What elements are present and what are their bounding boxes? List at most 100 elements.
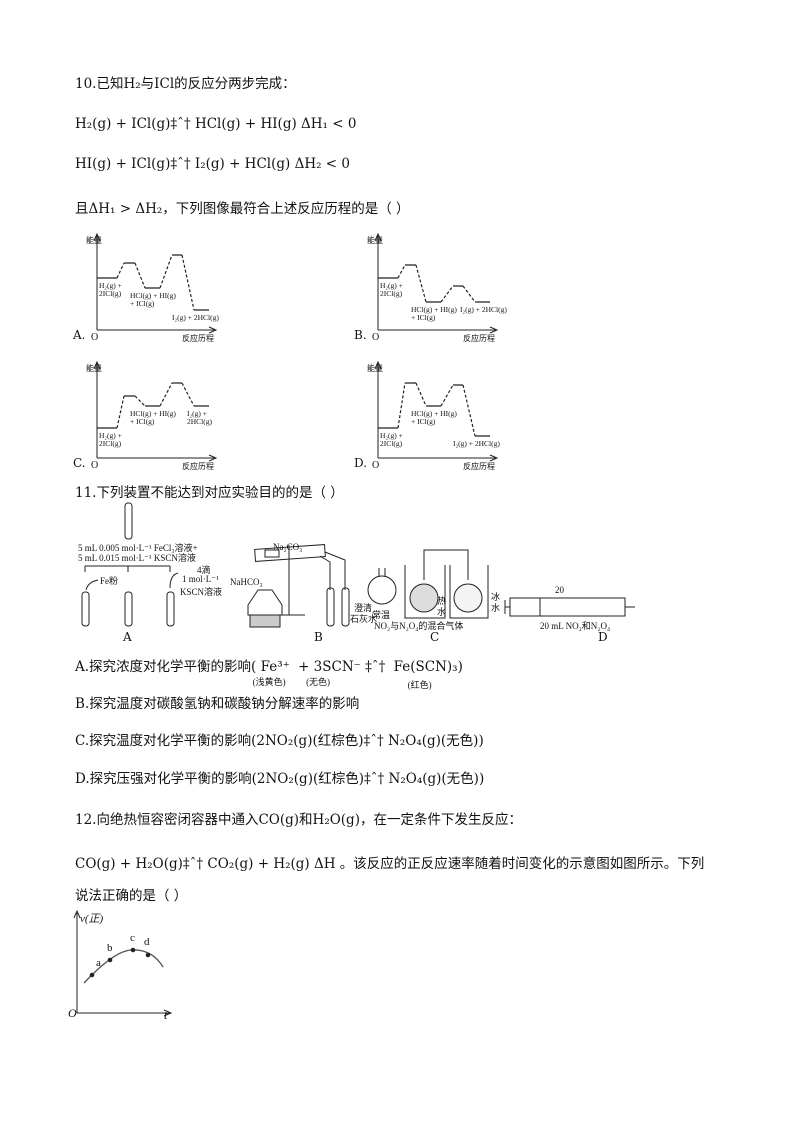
q12-equation: CO(g) + H₂O(g)‡ˆ† CO₂(g) + H₂(g) ΔH 。该反应… xyxy=(75,856,705,872)
apparatus-a-label-2: 5 mL 0.015 mol·L⁻¹ KSCN溶液 xyxy=(78,553,196,563)
apparatus-a-letter: A xyxy=(123,630,132,644)
transition-paths xyxy=(116,382,195,429)
nahco3-label: NaHCO₃ xyxy=(230,577,263,587)
intermediate-species-label: + ICl(g) xyxy=(130,299,155,308)
rate-graph xyxy=(73,909,173,1017)
product-color-note: (红色) xyxy=(407,680,432,690)
product: Fe(SCN)₃) xyxy=(393,659,463,675)
fe3-color-note: (浅黄色) xyxy=(252,677,286,687)
start-species-label: H₂(g) + xyxy=(99,431,122,440)
q10-stem: 10.已知H₂与ICl的反应分两步完成： xyxy=(75,76,296,92)
start-species-label: 2ICl(g) xyxy=(380,439,403,448)
q11-option-d: D.探究压强对化学平衡的影响(2NO₂(g)(红棕色)‡ˆ† N₂O₄(g)(无… xyxy=(75,771,485,787)
fe3-ion: Fe³⁺ xyxy=(260,659,290,675)
hot-water-label-2: 水 xyxy=(437,607,447,617)
energy-levels xyxy=(378,264,490,303)
transition-paths xyxy=(397,264,476,303)
label-c: c xyxy=(130,932,135,944)
product-species-label: I₂(g) + 2HCl(g) xyxy=(172,313,219,322)
origin-label: O xyxy=(91,332,99,343)
syringe-scale-label: 20 xyxy=(555,585,564,595)
start-species-label: 2ICl(g) xyxy=(99,289,122,298)
x-axis xyxy=(97,454,218,462)
intermediate-species-label: + ICl(g) xyxy=(411,313,436,322)
start-species-label: 2ICl(g) xyxy=(99,439,122,448)
rate-y-label: v(正) xyxy=(80,913,104,925)
label-a: a xyxy=(96,957,101,969)
hot-water-label-1: 热 xyxy=(437,596,447,606)
energy-diagram-c xyxy=(93,360,218,462)
reaction-progress-label: 反应历程 xyxy=(463,334,495,343)
option-letter-a: A. xyxy=(73,328,86,342)
q11-option-b: B.探究温度对碳酸氢钠和碳酸钠分解速率的影响 xyxy=(75,696,360,712)
transition-paths xyxy=(397,382,476,437)
apparatus-b-letter: B xyxy=(314,630,323,644)
q11-stem: 11.下列装置不能达到对应实验目的的是（ ） xyxy=(75,485,344,501)
intermediate-species-label: + ICl(g) xyxy=(130,417,155,426)
q11-option-a: A.探究浓度对化学平衡的影响( Fe³⁺(浅黄色) + 3SCN⁻(无色) ‡ˆ… xyxy=(75,655,463,690)
apparatus-a-label-1: 5 mL 0.005 mol·L⁻¹ FeCl₃溶液+ xyxy=(78,543,198,553)
y-axis xyxy=(93,360,101,458)
y-axis xyxy=(374,360,382,458)
energy-levels xyxy=(378,382,490,437)
apparatus-d-drawing xyxy=(504,597,635,617)
conc-label: 1 mol·L⁻¹ xyxy=(182,574,219,584)
label-b: b xyxy=(107,942,113,954)
rate-origin: O xyxy=(68,1006,77,1020)
energy-axis-label: 能量 xyxy=(367,236,383,245)
x-axis xyxy=(77,1009,173,1017)
drops-label: 4滴 xyxy=(197,565,211,575)
apparatus-c-drawing xyxy=(367,549,489,619)
y-axis xyxy=(93,232,101,330)
reaction-progress-label: 反应历程 xyxy=(182,462,214,471)
product-species-label: I₂(g) + xyxy=(187,409,207,418)
x-axis xyxy=(378,454,499,462)
apparatus-a-drawing xyxy=(81,502,179,627)
start-species-label: H₂(g) + xyxy=(380,431,403,440)
energy-axis-label: 能量 xyxy=(367,364,383,373)
room-temp-label: 常温 xyxy=(372,610,391,620)
lime-label-2: 石灰水 xyxy=(350,614,378,624)
energy-levels xyxy=(97,382,209,429)
energy-axis-label: 能量 xyxy=(86,364,102,373)
label-d: d xyxy=(144,936,150,948)
origin-label: O xyxy=(372,332,380,343)
q10-equation-2: HI(g) + ICl(g)‡ˆ† I₂(g) + HCl(g) ΔH₂ < 0 xyxy=(75,156,350,172)
y-axis xyxy=(374,232,382,330)
apparatus-d-letter: D xyxy=(598,630,608,644)
point-a xyxy=(89,972,95,978)
point-d xyxy=(145,952,151,958)
q10-condition: 且ΔH₁ > ΔH₂，下列图像最符合上述反应历程的是（ ） xyxy=(75,201,410,217)
start-species-label: H₂(g) + xyxy=(380,281,403,290)
intermediate-species-label: + ICl(g) xyxy=(411,417,436,426)
product-species-label: I₂(g) + 2HCl(g) xyxy=(453,439,500,448)
energy-diagram-d xyxy=(374,360,499,462)
apparatus-c-letter: C xyxy=(430,630,440,644)
intermediate-species-label: HCl(g) + HI(g) xyxy=(130,409,176,418)
product-species-label: I₂(g) + 2HCl(g) xyxy=(460,305,507,314)
point-c xyxy=(130,947,136,953)
q12-stem: 12.向绝热恒容密闭容器中通入CO(g)和H₂O(g)，在一定条件下发生反应： xyxy=(75,812,522,828)
apparatus-b-drawing xyxy=(247,544,350,628)
energy-levels xyxy=(97,254,209,311)
intermediate-species-label: HCl(g) + HI(g) xyxy=(411,409,457,418)
intermediate-species-label: HCl(g) + HI(g) xyxy=(411,305,457,314)
reaction-progress-label: 反应历程 xyxy=(182,334,214,343)
energy-axis-label: 能量 xyxy=(86,236,102,245)
option-letter-d: D. xyxy=(354,456,368,470)
kscn-label: KSCN溶液 xyxy=(180,587,223,597)
option-letter-b: B. xyxy=(354,328,367,342)
q12-equation-cont: 说法正确的是（ ） xyxy=(75,888,188,904)
x-axis xyxy=(97,326,218,334)
energy-diagram-b xyxy=(374,232,499,334)
point-b xyxy=(107,957,113,963)
x-axis xyxy=(378,326,499,334)
syringe-label: 20 mL NO₂和N₂O₄ xyxy=(540,621,611,631)
start-species-label: 2ICl(g) xyxy=(380,289,403,298)
apparatus-figure xyxy=(81,502,635,628)
fe-powder-label: Fe粉 xyxy=(100,576,119,586)
energy-diagram-a xyxy=(93,232,218,334)
gas-mixture-label: NO₂与N₂O₄的混合气体 xyxy=(374,621,464,631)
y-axis xyxy=(73,909,81,1013)
reversible-arrow: ‡ˆ† xyxy=(365,659,386,675)
